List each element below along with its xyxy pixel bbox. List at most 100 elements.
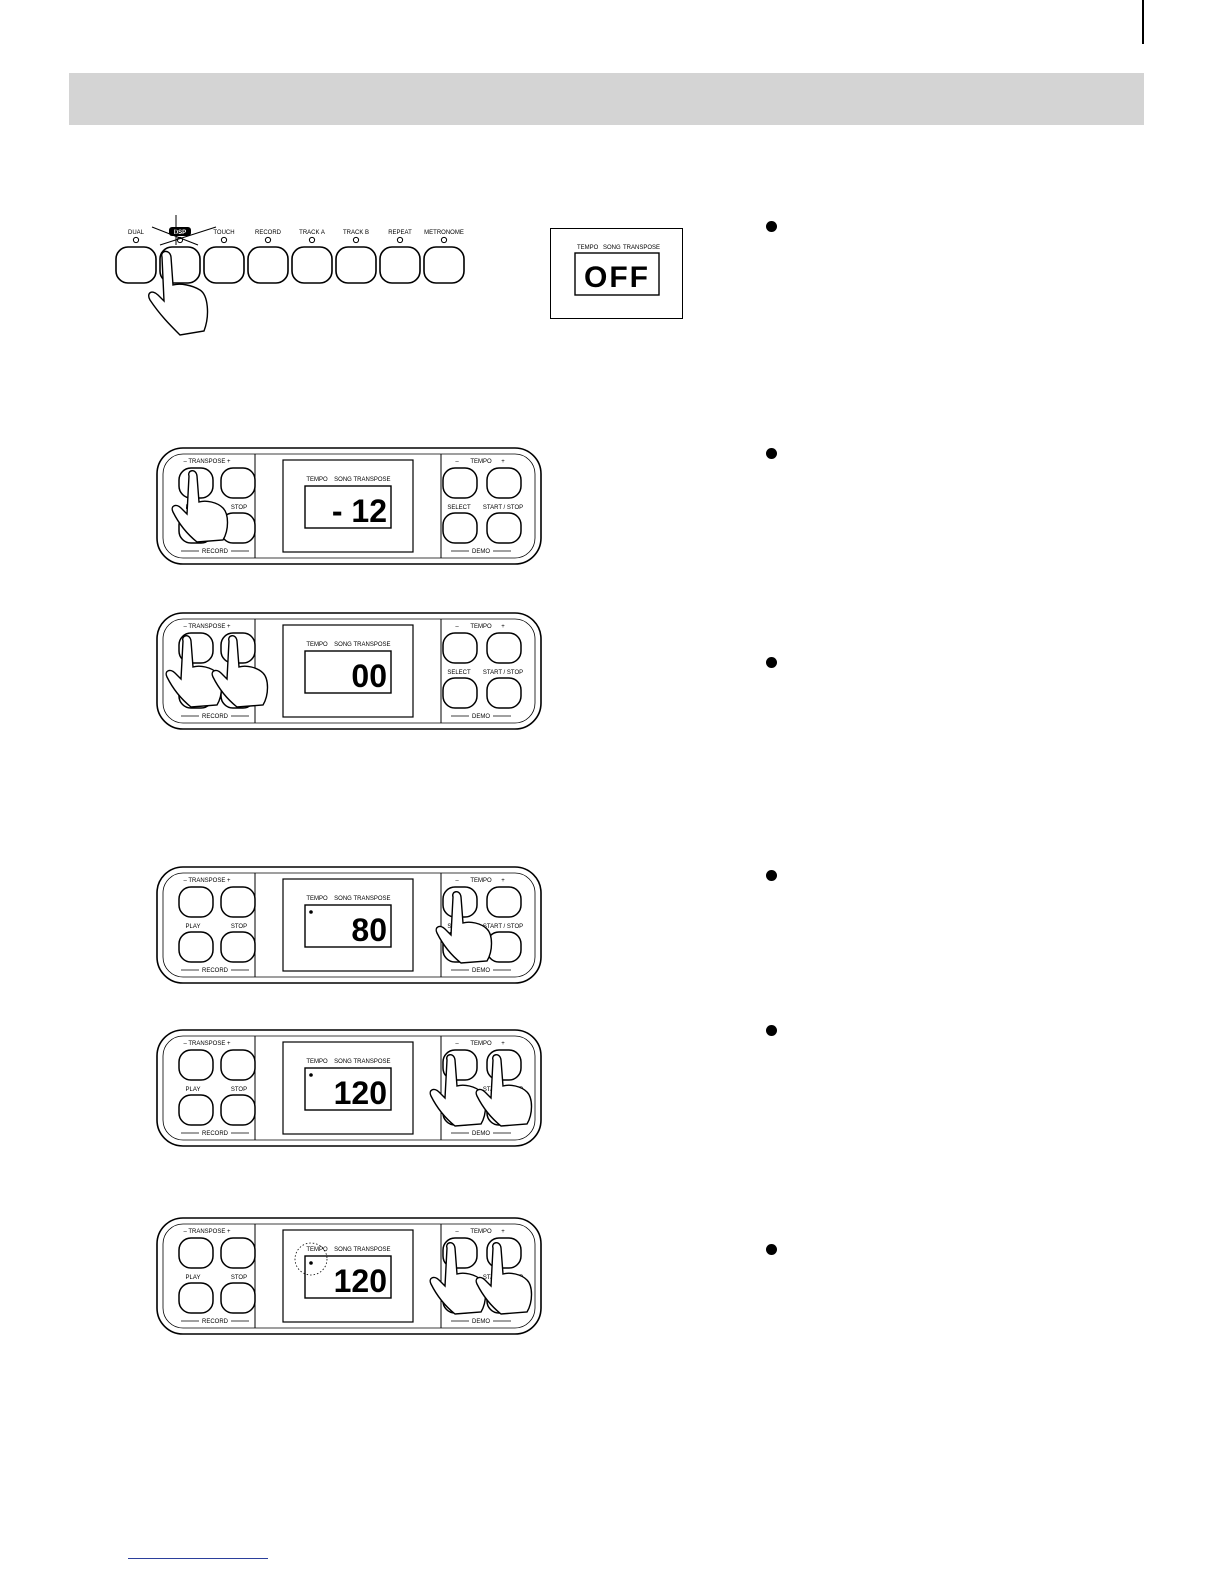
tempo-label: TEMPO	[470, 878, 492, 884]
bullet-marker	[766, 657, 777, 668]
control-panel-figure: – TRANSPOSE +PLAYSTOPRECORDTEMPOSONGTRAN…	[156, 612, 542, 730]
function-button-label: REPEAT	[388, 230, 412, 236]
function-button[interactable]	[335, 246, 377, 284]
pressing-hand-icon	[165, 635, 223, 708]
tempo-plus-button[interactable]	[486, 632, 522, 664]
lcd-readout: 120	[334, 1075, 387, 1111]
pressing-hand-icon	[475, 1242, 533, 1315]
stop-label: STOP	[231, 1275, 247, 1281]
tempo-plus-button[interactable]	[486, 467, 522, 499]
tempo-label: TEMPO	[470, 624, 492, 630]
transpose-label: – TRANSPOSE +	[183, 624, 231, 630]
stop-button[interactable]	[220, 931, 256, 963]
function-button[interactable]	[247, 246, 289, 284]
section-header-bar	[69, 73, 1144, 125]
lcd-readout: - 12	[332, 493, 387, 529]
lcd-transpose-label: TRANSPOSE	[353, 1247, 390, 1253]
pressing-hand-icon	[171, 470, 229, 543]
tempo-minus-label: –	[455, 624, 459, 630]
tempo-minus-label: –	[455, 1041, 459, 1047]
demo-label: DEMO	[472, 1131, 490, 1137]
demo-label: DEMO	[472, 968, 490, 974]
select-label: SELECT	[447, 670, 471, 676]
function-button[interactable]	[379, 246, 421, 284]
select-label: SELECT	[447, 505, 471, 511]
pressing-hand-icon	[148, 250, 209, 336]
stop-label: STOP	[231, 1087, 247, 1093]
select-button[interactable]	[442, 677, 478, 709]
tempo-plus-label: +	[501, 878, 505, 884]
function-button[interactable]	[423, 246, 465, 284]
play-button[interactable]	[178, 1094, 214, 1126]
pressing-hand-icon	[435, 891, 493, 964]
tempo-label: TEMPO	[470, 459, 492, 465]
transpose-plus-button[interactable]	[220, 1049, 256, 1081]
lcd-transpose-label: TRANSPOSE	[353, 1059, 390, 1065]
transpose-plus-button[interactable]	[220, 886, 256, 918]
start-stop-label: START / STOP	[483, 670, 523, 676]
start-stop-button[interactable]	[486, 931, 522, 963]
function-button-label: DSP	[174, 230, 186, 236]
tempo-plus-label: +	[501, 459, 505, 465]
stop-button[interactable]	[220, 1282, 256, 1314]
select-button[interactable]	[442, 512, 478, 544]
panel-inner-outline	[162, 1223, 536, 1329]
function-button[interactable]	[115, 246, 157, 284]
tempo-plus-button[interactable]	[486, 886, 522, 918]
play-button[interactable]	[178, 1282, 214, 1314]
transpose-plus-button[interactable]	[220, 467, 256, 499]
lcd-readout: 120	[334, 1263, 387, 1299]
tempo-minus-label: –	[455, 459, 459, 465]
footer-link-underline	[128, 1558, 268, 1559]
play-button[interactable]	[178, 931, 214, 963]
lcd-transpose-label: TRANSPOSE	[623, 245, 660, 251]
transpose-minus-button[interactable]	[178, 1049, 214, 1081]
transpose-label: – TRANSPOSE +	[183, 459, 231, 465]
demo-label: DEMO	[472, 549, 490, 555]
record-label: RECORD	[202, 968, 229, 974]
transpose-label: – TRANSPOSE +	[183, 878, 231, 884]
dsp-label-highlight	[169, 227, 191, 236]
record-label: RECORD	[202, 714, 229, 720]
transpose-plus-button[interactable]	[220, 1237, 256, 1269]
start-stop-button[interactable]	[486, 677, 522, 709]
function-led	[264, 236, 272, 244]
lcd-song-label: SONG	[334, 1059, 352, 1065]
stop-label: STOP	[231, 505, 247, 511]
transpose-minus-button[interactable]	[178, 886, 214, 918]
tempo-minus-button[interactable]	[442, 632, 478, 664]
bullet-marker	[766, 870, 777, 881]
function-led	[440, 236, 448, 244]
function-button[interactable]	[291, 246, 333, 284]
lcd-tempo-label: TEMPO	[577, 245, 599, 251]
pressing-hand-icon	[211, 635, 269, 708]
function-led	[132, 236, 140, 244]
stop-button[interactable]	[220, 1094, 256, 1126]
tempo-plus-label: +	[501, 624, 505, 630]
tempo-minus-button[interactable]	[442, 467, 478, 499]
lcd-readout: 00	[351, 658, 387, 694]
record-label: RECORD	[202, 1319, 229, 1325]
function-button-label: RECORD	[255, 230, 282, 236]
start-stop-button[interactable]	[486, 512, 522, 544]
play-label: PLAY	[186, 1275, 201, 1281]
lcd-song-label: SONG	[334, 642, 352, 648]
lcd-song-label: SONG	[334, 477, 352, 483]
function-button[interactable]	[203, 246, 245, 284]
lcd-song-label: SONG	[334, 896, 352, 902]
function-button-label: DUAL	[128, 230, 145, 236]
transpose-minus-button[interactable]	[178, 1237, 214, 1269]
tempo-minus-label: –	[455, 878, 459, 884]
function-led	[308, 236, 316, 244]
tempo-label: TEMPO	[470, 1229, 492, 1235]
start-stop-label: START / STOP	[483, 505, 523, 511]
control-panel-figure: – TRANSPOSE +PLAYSTOPRECORDTEMPOSONGTRAN…	[156, 447, 542, 565]
lcd-tempo-label: TEMPO	[306, 1059, 328, 1065]
lcd-window	[304, 650, 392, 694]
lcd-tempo-label: TEMPO	[306, 896, 328, 902]
lcd-song-label: SONG	[334, 1247, 352, 1253]
start-stop-label: START / STOP	[483, 924, 523, 930]
